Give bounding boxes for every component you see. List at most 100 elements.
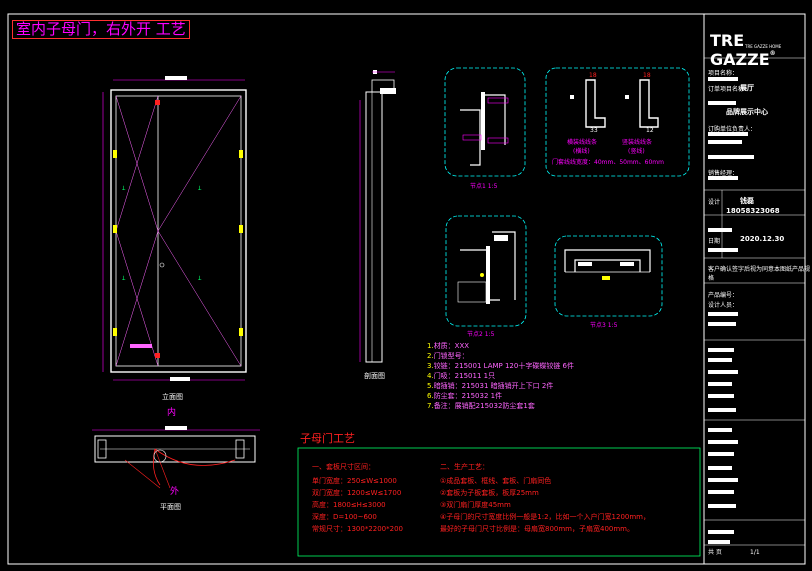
title-block-value: 品牌展示中心 (726, 108, 768, 116)
redacted-field (708, 370, 738, 374)
redacted-field (708, 77, 738, 81)
spec-item-number: 6. (427, 392, 434, 400)
craft-process-line: 最好的子母门尺寸比例是：母扇宽800mm，子扇宽400mm。 (440, 525, 634, 533)
brand-logo: TRE GAZZE® (710, 31, 776, 69)
spec-item-number: 1. (427, 342, 434, 350)
craft-process-line: ①成品套板、框线、套板、门扇同色 (440, 477, 552, 485)
spec-item: 5.暗插销：215031 暗插销开上下口 2件 (427, 381, 553, 391)
svg-text:Ʇ: Ʇ (198, 275, 202, 282)
title-block-value: 2020.12.30 (740, 235, 785, 243)
elevation-view-label: 立面图 (162, 393, 183, 401)
drawing-border (7, 13, 806, 565)
craft-process-line: ④子母门的尺寸宽度比例一般是1:2，比如一个入户门宽1200mm， (440, 513, 650, 521)
redacted-field (708, 155, 754, 159)
title-block-value: 钱磊 (740, 197, 754, 205)
vertical-strip-label: 竖装线线条 (622, 139, 653, 146)
spec-item-text: 铰链：215001 LAMP 120十字碟蝶铰链 6件 (433, 362, 575, 370)
redacted-field (708, 358, 732, 362)
spec-item-number: 3. (427, 362, 434, 370)
redacted-field (708, 228, 732, 232)
redacted-field (708, 530, 734, 534)
craft-size-line: 单门宽度：250≤W≤1000 (312, 477, 397, 485)
spec-item: 2.门锁型号： (427, 351, 469, 361)
node3-label: 节点3 1:5 (590, 322, 618, 329)
redacted-field (708, 408, 736, 412)
redacted-field (708, 440, 738, 444)
craft-size-line: 高度：1800≤H≤3000 (312, 501, 386, 509)
title-block-label: 设计 (708, 199, 721, 206)
redacted-field (708, 248, 738, 252)
title-block-label: 产品编号： (708, 292, 739, 299)
dim-18-a: 18 (589, 72, 597, 79)
redacted-field (708, 176, 738, 180)
redacted-field (708, 428, 732, 432)
svg-text:Ʇ: Ʇ (122, 185, 126, 192)
title-block-label: 销售经理： (708, 170, 739, 177)
node2-detail (445, 215, 527, 327)
spec-item: 3.铰链：215001 LAMP 120十字碟蝶铰链 6件 (427, 361, 574, 371)
craft-panel-border (297, 447, 701, 557)
title-block-label: 设计人员： (708, 302, 739, 309)
section-view (359, 70, 396, 363)
plan-view (92, 426, 260, 489)
craft-process-line: ②套板为子板套板，板厚25mm (440, 489, 539, 497)
drawing-title: 室内子母门，右外开 工艺 (12, 20, 190, 39)
horizontal-strip-label: 横装线线条 (567, 139, 598, 146)
spec-item: 7.备注：展销配215032防尘套1套 (427, 401, 535, 411)
spec-item: 4.门吸：215011 1只 (427, 371, 495, 381)
brand-logo-sub: TRE GAZZE HOME (745, 44, 782, 49)
section-view-label: 剖面图 (364, 372, 385, 380)
vertical-strip-sub: (竖线) (628, 148, 645, 155)
redacted-field (708, 348, 734, 352)
inside-label: 内 (167, 408, 177, 418)
node2-label: 节点2 1:5 (467, 331, 495, 338)
dim-12: 12 (646, 127, 654, 134)
title-block-value: 18058323068 (726, 207, 780, 215)
title-block-label: 日期 (708, 238, 721, 245)
strip-profile-detail (545, 67, 690, 177)
title-block-label: 订购单位负责人： (708, 126, 757, 133)
node1-detail (444, 67, 526, 177)
spec-item-number: 5. (427, 382, 434, 390)
craft-heading: 子母门工艺 (300, 432, 355, 445)
spec-item-number: 7. (427, 402, 434, 410)
title-block-label: 项目名称： (708, 70, 739, 77)
dim-33: 33 (590, 127, 598, 134)
craft-col1-title: 一、套板尺寸区间： (312, 463, 375, 471)
redacted-field (708, 322, 736, 326)
redacted-field (708, 140, 742, 144)
spec-item-text: 暗插销：215031 暗插销开上下口 2件 (433, 382, 554, 390)
redacted-field (708, 132, 748, 136)
redacted-field (708, 490, 734, 494)
spec-item-text: 门吸：215011 1只 (433, 372, 496, 380)
craft-process-line: ③双门扇门厚度45mm (440, 501, 511, 509)
spec-item-number: 2. (427, 352, 434, 360)
svg-text:Ʇ: Ʇ (198, 185, 202, 192)
sheet-label: 共 页 (708, 549, 722, 556)
sheet-number: 1/1 (750, 549, 760, 556)
redacted-field (708, 540, 730, 544)
spec-item-text: 材质：XXX (433, 342, 470, 350)
spec-item: 6.防尘套：215032 1件 (427, 391, 502, 401)
craft-size-line: 双门宽度：1200≤W≤1700 (312, 489, 402, 497)
strip-width-note: 门套线线宽度：40mm、50mm、60mm (552, 159, 664, 166)
node1-label: 节点1 1:5 (470, 183, 498, 190)
redacted-field (708, 452, 734, 456)
spec-item-text: 门锁型号： (433, 352, 469, 360)
spec-item-text: 防尘套：215032 1件 (433, 392, 503, 400)
redacted-field (708, 478, 738, 482)
plan-view-label: 平面图 (160, 503, 181, 511)
redacted-field (708, 101, 736, 105)
spec-item-number: 4. (427, 372, 434, 380)
elevation-view: Ʇ Ʇ Ʇ Ʇ (102, 76, 247, 381)
redacted-field (708, 466, 732, 470)
craft-size-line: 深度：D=100~600 (312, 513, 377, 521)
redacted-field (708, 382, 732, 386)
spec-item: 1.材质：XXX (427, 341, 469, 351)
craft-size-line: 常规尺寸：1300*2200*200 (312, 525, 403, 533)
horizontal-strip-sub: (横线) (573, 148, 590, 155)
title-block-label: 客户确认签字后视为同意本图纸产品规格 (708, 266, 811, 282)
craft-col2-title: 二、生产工艺： (440, 463, 489, 471)
outside-label: 外 (170, 487, 180, 497)
